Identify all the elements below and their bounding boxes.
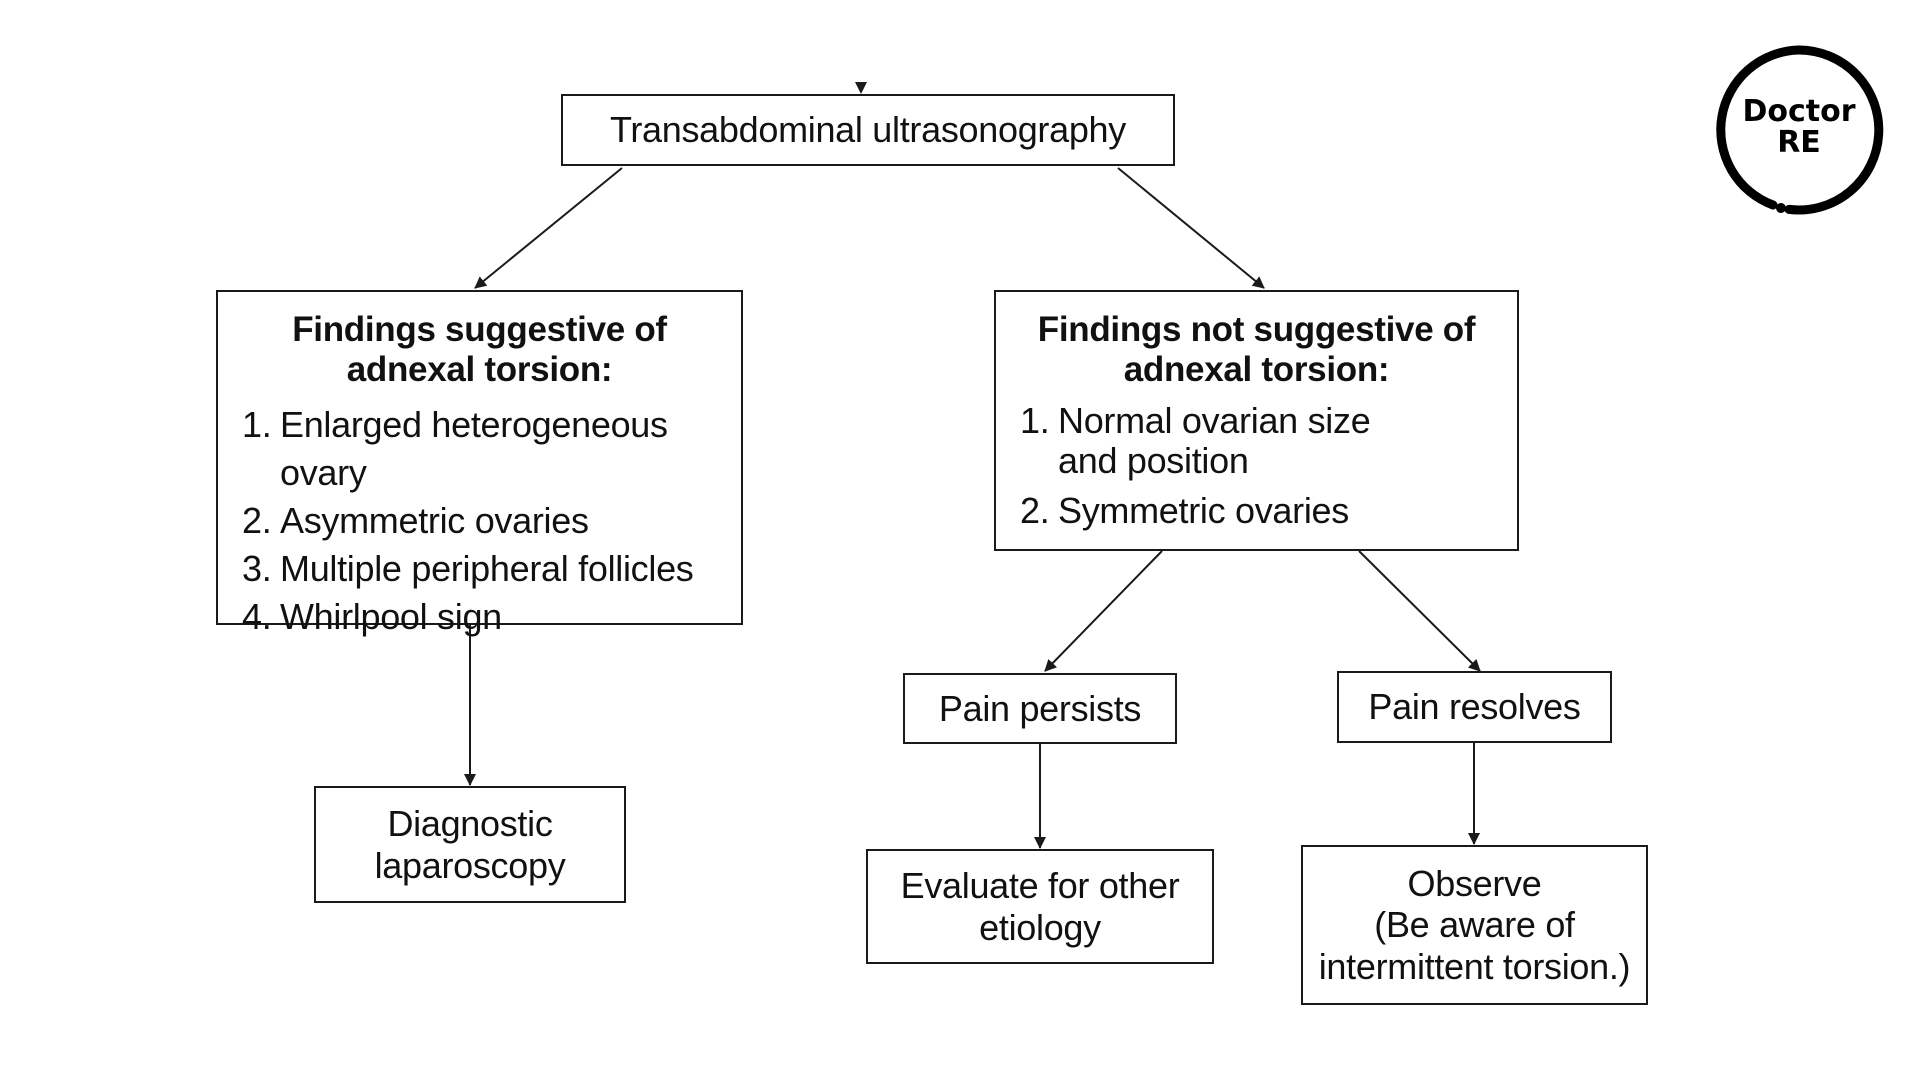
observe-line-2: (Be aware of [1374, 904, 1575, 946]
suggestive-findings-box: Findings suggestive of adnexal torsion: … [216, 290, 743, 637]
arrow-root-to-suggestive [474, 167, 623, 289]
suggestive-findings-list: 1. Enlarged heterogeneous ovary 2. Asymm… [242, 401, 717, 641]
pain-resolves-box: Pain resolves [1337, 671, 1612, 743]
suggestive-heading-line-1: Findings suggestive of [292, 310, 667, 349]
logo-text: Doctor RE [1711, 96, 1887, 158]
pain-persists-box: Pain persists [903, 673, 1177, 744]
laparoscopy-line-2: laparoscopy [374, 844, 566, 886]
list-item: 1. Enlarged heterogeneous ovary [242, 403, 668, 493]
laparoscopy-line-1: Diagnostic [387, 803, 553, 845]
logo-line-2: RE [1777, 125, 1821, 160]
observe-line-1: Observe [1407, 862, 1542, 904]
pain-resolves-label: Pain resolves [1368, 686, 1581, 728]
logo-line-1: Doctor [1742, 94, 1856, 129]
evaluate-line-2: etiology [979, 906, 1101, 948]
not-suggestive-heading-line-2: adnexal torsion: [1123, 350, 1390, 390]
not-suggestive-findings-list: 1. Normal ovarian size and position 2. S… [1020, 399, 1493, 535]
list-item: 1. Normal ovarian size and position [1020, 399, 1371, 481]
root-label: Transabdominal ultrasonography [610, 109, 1126, 151]
evaluate-line-1: Evaluate for other [900, 865, 1180, 907]
transabdominal-ultrasonography-box: Transabdominal ultrasonography [561, 94, 1175, 166]
not-suggestive-heading-line-1: Findings not suggestive of [1037, 310, 1476, 349]
pain-persists-label: Pain persists [938, 687, 1142, 729]
observe-box: Observe (Be aware of intermittent torsio… [1301, 845, 1648, 1005]
arrow-root-to-not-suggestive [1117, 167, 1265, 289]
list-item: 2. Symmetric ovaries [1020, 489, 1349, 531]
arrow-not-suggestive-to-pain-resolves [1358, 550, 1481, 672]
not-suggestive-findings-box: Findings not suggestive of adnexal torsi… [994, 290, 1519, 551]
logo-ring-icon [1716, 45, 1884, 215]
list-item: 2. Asymmetric ovaries [242, 499, 589, 541]
top-entry-arrowhead [855, 82, 867, 94]
evaluate-other-etiology-box: Evaluate for other etiology [866, 849, 1214, 964]
observe-line-3: intermittent torsion.) [1318, 945, 1631, 987]
diagnostic-laparoscopy-box: Diagnostic laparoscopy [314, 786, 626, 903]
arrow-not-suggestive-to-pain-persists [1044, 550, 1163, 672]
list-item: 4. Whirlpool sign [242, 595, 502, 637]
doctor-re-logo: Doctor RE [1711, 42, 1887, 218]
list-item: 3. Multiple peripheral follicles [242, 547, 694, 589]
suggestive-heading-line-2: adnexal torsion: [346, 350, 613, 390]
